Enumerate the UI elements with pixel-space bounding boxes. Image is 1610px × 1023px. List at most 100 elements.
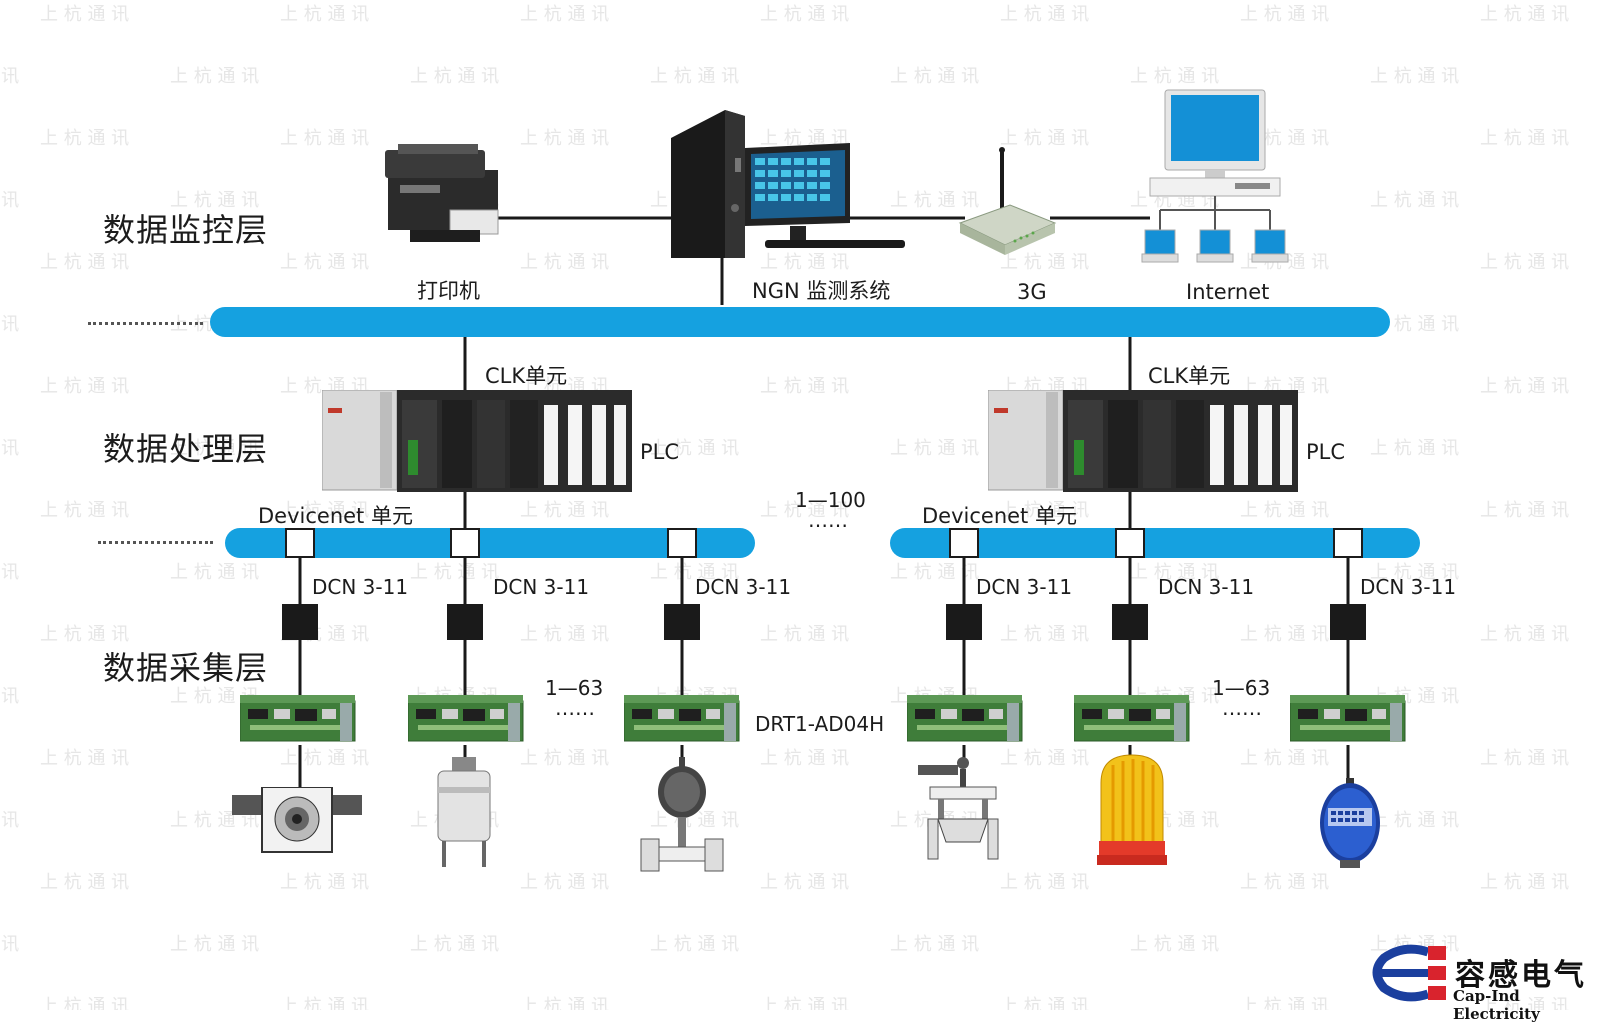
- plc-right-label: PLC: [1306, 440, 1346, 464]
- module-range-left: 1—63: [545, 676, 604, 700]
- watermark-text: 上 杭 通 讯: [520, 748, 609, 769]
- watermark-text: 上 杭 通 讯: [1000, 748, 1089, 769]
- control-valve-icon: [918, 757, 999, 860]
- devicenet-node: [667, 528, 697, 558]
- watermark-text: 上 杭 通 讯: [1000, 128, 1089, 149]
- dcn-label: DCN 3-11: [695, 575, 792, 599]
- watermark-text: 上 杭 通 讯: [760, 500, 849, 521]
- watermark-text: 上 杭 通 讯: [1000, 872, 1089, 893]
- printer-icon: [385, 144, 499, 242]
- watermark-text: 上 杭 通 讯: [1240, 500, 1329, 521]
- watermark-text: 上 杭 通 讯: [170, 810, 259, 831]
- watermark-text: 上 杭 通 讯: [1240, 624, 1329, 645]
- layer-separator-1: [88, 322, 203, 325]
- company-name: 容感电气: [1455, 958, 1587, 993]
- plc-right-icon: [988, 390, 1298, 492]
- watermark-text: 上 杭 通 讯: [0, 314, 19, 335]
- module-model-label: DRT1-AD04H: [755, 712, 885, 736]
- devicenet-node: [285, 528, 315, 558]
- watermark-text: 上 杭 通 讯: [890, 438, 979, 459]
- layer-label-process: 数据处理层: [103, 430, 269, 468]
- watermark-text: 上 杭 通 讯: [410, 562, 499, 583]
- company-logo-icon: [1372, 944, 1446, 1002]
- devicenet-node: [1115, 528, 1145, 558]
- main-network-bus: [210, 307, 1390, 337]
- devicenet-unit-label-right: Devicenet 单元: [922, 504, 1077, 528]
- watermark-text: 上 杭 通 讯: [520, 872, 609, 893]
- pressure-transmitter-icon: [640, 757, 724, 872]
- watermark-text: 上 杭 通 讯: [1000, 500, 1089, 521]
- io-module-board: [624, 695, 740, 742]
- flow-meter-icon: [232, 787, 362, 853]
- watermark-text: 上 杭 通 讯: [170, 562, 259, 583]
- computer-icon: [671, 110, 905, 258]
- watermark-text: 上 杭 通 讯: [1370, 314, 1459, 335]
- dcn-module: [664, 604, 700, 640]
- dcn-module: [282, 604, 318, 640]
- watermark-text: 上 杭 通 讯: [170, 686, 259, 707]
- company-name-english: Cap-Ind Electricity: [1453, 987, 1540, 1023]
- watermark-text: 上 杭 通 讯: [1000, 4, 1089, 25]
- watermark-text: 上 杭 通 讯: [1130, 66, 1219, 87]
- watermark-text: 上 杭 通 讯: [760, 376, 849, 397]
- dcn-module: [946, 604, 982, 640]
- watermark-text: 上 杭 通 讯: [1240, 996, 1329, 1010]
- watermark-text: 上 杭 通 讯: [170, 190, 259, 211]
- watermark-text: 上 杭 通 讯: [170, 66, 259, 87]
- watermark-text: 上 杭 通 讯: [40, 128, 129, 149]
- watermark-text: 上 杭 通 讯: [0, 934, 19, 955]
- watermark-text: 上 杭 通 讯: [760, 748, 849, 769]
- io-module-board: [408, 695, 524, 742]
- watermark-text: 上 杭 通 讯: [40, 996, 129, 1010]
- watermark-text: 上 杭 通 讯: [890, 562, 979, 583]
- watermark-text: 上 杭 通 讯: [1480, 996, 1569, 1010]
- watermark-text: 上 杭 通 讯: [1000, 996, 1089, 1010]
- watermark-text: 上 杭 通 讯: [40, 500, 129, 521]
- dcn-module: [447, 604, 483, 640]
- plc-range-dots: ……: [808, 508, 848, 532]
- watermark-text: 上 杭 通 讯: [40, 872, 129, 893]
- watermark-text: 上 杭 通 讯: [410, 66, 499, 87]
- watermark-text: 上 杭 通 讯: [1000, 252, 1089, 273]
- watermark-text: 上 杭 通 讯: [760, 4, 849, 25]
- clk-unit-label-left: CLK单元: [485, 364, 568, 388]
- layer-label-monitor: 数据监控层: [103, 211, 269, 249]
- watermark-text: 上 杭 通 讯: [0, 562, 19, 583]
- watermark-text: 上 杭 通 讯: [280, 996, 369, 1010]
- dcn-module: [1330, 604, 1366, 640]
- watermark-text: 上 杭 通 讯: [890, 66, 979, 87]
- internet-label: Internet: [1186, 280, 1270, 304]
- watermark-text: 上 杭 通 讯: [1130, 562, 1219, 583]
- dcn-label: DCN 3-11: [1360, 575, 1457, 599]
- watermark-text: 上 杭 通 讯: [1370, 438, 1459, 459]
- watermark-text: 上 杭 通 讯: [280, 128, 369, 149]
- watermark-text: 上 杭 通 讯: [760, 996, 849, 1010]
- watermark-text: 上 杭 通 讯: [650, 66, 739, 87]
- watermark-text: 上 杭 通 讯: [0, 66, 19, 87]
- plc-range-label: 1—100: [795, 488, 866, 512]
- watermark-text: 上 杭 通 讯: [650, 934, 739, 955]
- watermark-text: 上 杭 通 讯: [520, 252, 609, 273]
- watermark-text: 上 杭 通 讯: [760, 624, 849, 645]
- watermark-text: 上 杭 通 讯: [650, 438, 739, 459]
- watermark-text: 上 杭 通 讯: [40, 624, 129, 645]
- watermark-text: 上 杭 通 讯: [1240, 748, 1329, 769]
- watermark-text: 上 杭 通 讯: [520, 624, 609, 645]
- devicenet-unit-label-left: Devicenet 单元: [258, 504, 413, 528]
- watermark-text: 上 杭 通 讯: [170, 934, 259, 955]
- watermark-text: 上 杭 通 讯: [0, 190, 19, 211]
- sensor-probe-icon: [1320, 778, 1380, 868]
- watermark-text: 上 杭 通 讯: [890, 190, 979, 211]
- watermark-text: 上 杭 通 讯: [280, 748, 369, 769]
- watermark-text: 上 杭 通 讯: [1370, 190, 1459, 211]
- watermark-text: 上 杭 通 讯: [1370, 562, 1459, 583]
- watermark-text: 上 杭 通 讯: [650, 562, 739, 583]
- dcn-label: DCN 3-11: [976, 575, 1073, 599]
- watermark-text: 上 杭 通 讯: [1130, 934, 1219, 955]
- ngn-system-label: NGN 监测系统: [752, 279, 891, 303]
- watermark-text: 上 杭 通 讯: [760, 252, 849, 273]
- watermark-text: 上 杭 通 讯: [280, 500, 369, 521]
- watermark-text: 上 杭 通 讯: [1370, 810, 1459, 831]
- module-range-right: 1—63: [1212, 676, 1271, 700]
- watermark-text: 上 杭 通 讯: [40, 4, 129, 25]
